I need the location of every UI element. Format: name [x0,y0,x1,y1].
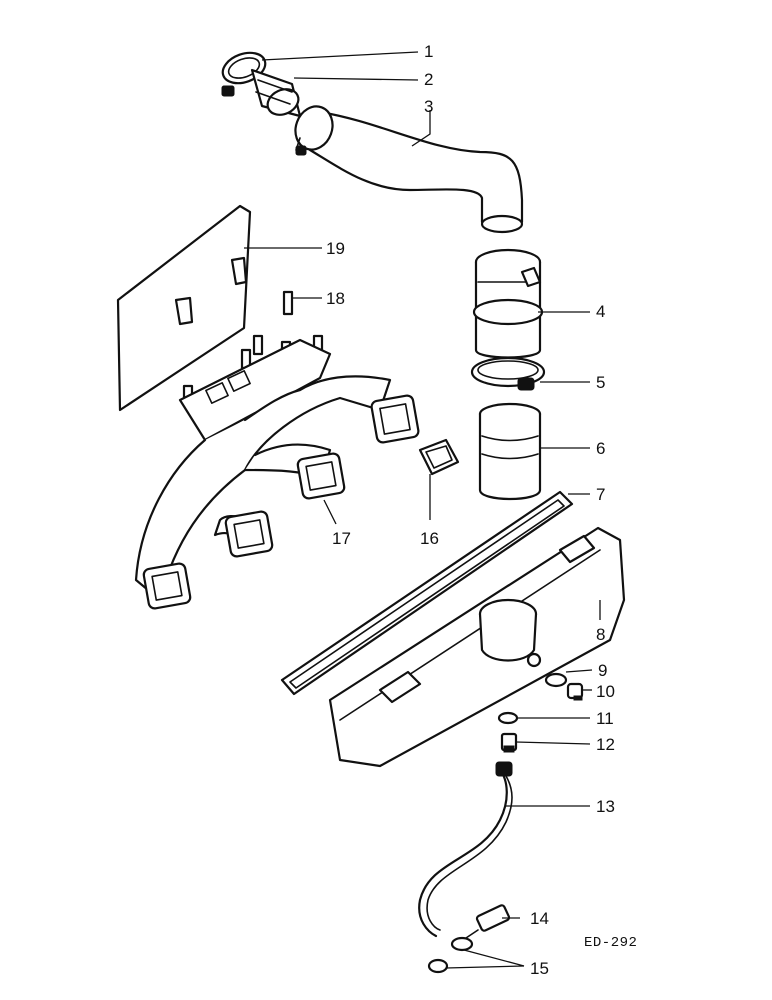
callout-18: 18 [326,289,345,308]
adapter-tube [478,402,542,501]
callout-5: 5 [596,373,605,392]
callout-6: 6 [596,439,605,458]
callout-12: 12 [596,735,615,754]
rubber-hose-sleeve [250,68,302,118]
callout-10: 10 [596,682,615,701]
long-gasket [280,490,574,696]
port-gasket [418,438,460,476]
callout-11: 11 [596,709,614,728]
exhaust-manifold [134,338,420,610]
hose-clamp-lower [470,356,546,391]
banjo-bolt-assembly [427,904,511,974]
heat-shield [116,204,252,412]
callout-16: 16 [420,529,439,548]
callout-9: 9 [598,661,607,680]
oil-pipe [418,761,513,938]
callout-14: 14 [530,909,549,928]
connector-sleeve [472,248,544,359]
reference-code: ED-292 [584,935,637,951]
callout-1: 1 [424,42,433,61]
callout-7: 7 [596,485,605,504]
union-fitting [497,711,519,753]
callout-8: 8 [596,625,605,644]
callout-4: 4 [596,302,605,321]
callout-13: 13 [596,797,615,816]
callout-2: 2 [424,70,433,89]
callout-19: 19 [326,239,345,258]
callout-17: 17 [332,529,351,548]
drain-plug-assembly [544,672,584,701]
leader-lines [244,51,601,969]
intake-manifold [328,526,626,768]
bent-air-pipe [294,105,524,234]
callout-15: 15 [530,959,549,978]
callout-3: 3 [424,97,433,116]
